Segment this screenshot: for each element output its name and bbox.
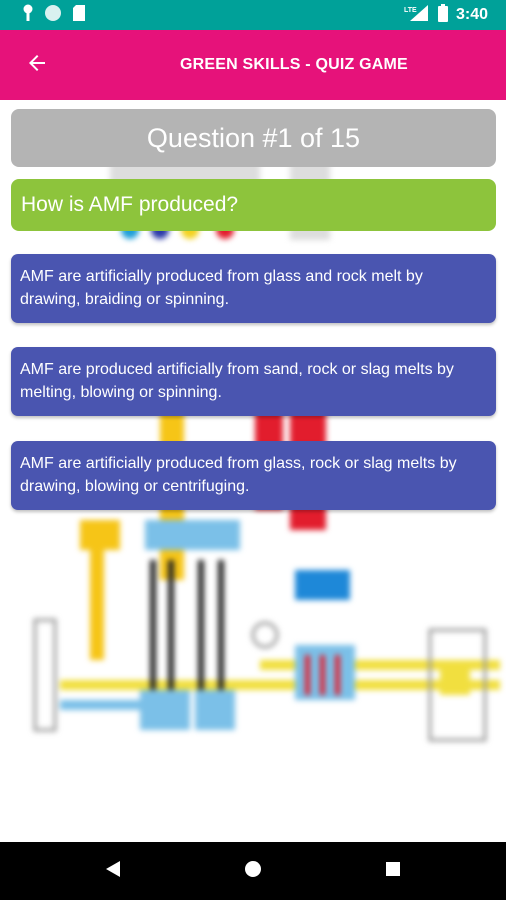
status-bar: LTE 3:40 (0, 0, 506, 30)
network-label: LTE (404, 7, 417, 14)
status-time: 3:40 (455, 6, 488, 23)
nav-home-button[interactable] (238, 856, 268, 886)
question-counter: Question #1 of 15 (11, 109, 496, 167)
app-title: GREEN SKILLS - QUIZ GAME (180, 56, 408, 73)
lte-signal-icon: LTE (404, 4, 430, 27)
nav-back-button[interactable] (98, 856, 128, 886)
app-bar: GREEN SKILLS - QUIZ GAME (0, 30, 506, 100)
home-circle-icon (244, 860, 262, 883)
key-icon (22, 4, 34, 27)
status-bar-left (22, 4, 86, 27)
circle-icon (44, 4, 62, 27)
navigation-bar (0, 842, 506, 900)
recents-square-icon (385, 861, 401, 882)
back-button[interactable] (14, 42, 60, 88)
battery-icon (437, 3, 448, 27)
back-triangle-icon (105, 860, 121, 883)
nav-recents-button[interactable] (378, 856, 408, 886)
arrow-back-icon (25, 51, 49, 80)
sd-card-icon (72, 4, 86, 27)
question-text: How is AMF produced? (11, 179, 496, 231)
answer-option-3[interactable]: AMF are artificially produced from glass… (11, 441, 496, 510)
answer-option-2[interactable]: AMF are produced artificially from sand,… (11, 347, 496, 416)
status-bar-right: LTE 3:40 (404, 3, 488, 27)
answer-option-1[interactable]: AMF are artificially produced from glass… (11, 254, 496, 323)
